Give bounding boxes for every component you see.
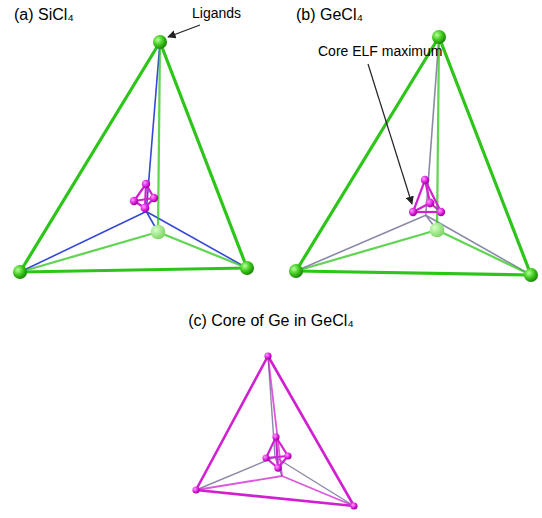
atom-ball (350, 502, 357, 509)
tetrahedron-edge (268, 356, 354, 506)
atom-ball (284, 452, 291, 459)
tetrahedron-edge (196, 476, 282, 490)
atom-ball (192, 486, 199, 493)
bond-line (296, 215, 426, 271)
elf-core-edge (425, 180, 441, 212)
tetrahedron-edge (160, 42, 247, 268)
atom-ball (524, 268, 538, 282)
atom-ball (274, 464, 282, 472)
atom-ball (289, 264, 303, 278)
atom-ball (432, 30, 446, 44)
panel-title: (a) SiCl₄ (14, 6, 74, 24)
tetrahedron-edge (437, 37, 439, 230)
atom-ball (430, 223, 445, 238)
leader-arrow (368, 64, 412, 204)
bond-line (196, 457, 275, 490)
atom-ball (426, 199, 435, 208)
tetrahedron-edge (296, 37, 439, 271)
tetrahedron-edge (158, 42, 160, 232)
atom-ball (262, 454, 269, 461)
tetrahedron-edge (296, 271, 531, 275)
atom-ball (151, 225, 166, 240)
callout-label: Core ELF maximum (318, 44, 442, 59)
atom-ball (142, 180, 150, 188)
panel-title: (b) GeCl₄ (296, 6, 363, 24)
leader-arrow (168, 25, 200, 37)
elf-core-edge (413, 211, 441, 213)
bond-line (426, 215, 531, 275)
atom-ball (409, 208, 417, 216)
atom-ball (141, 204, 150, 213)
atom-ball (240, 261, 254, 275)
atom-ball (264, 352, 271, 359)
atom-ball (150, 194, 158, 202)
panel-title: (c) Core of Ge in GeCl₄ (188, 312, 354, 330)
tetrahedron-edge (20, 268, 247, 272)
callout-label: Ligands (192, 6, 241, 21)
atom-ball (272, 433, 279, 440)
sicl4-tetrahedron (13, 35, 254, 279)
tetrahedron-edge (20, 42, 160, 272)
tetrahedron-edge (196, 356, 268, 490)
atom-ball (13, 265, 27, 279)
atom-ball (421, 176, 429, 184)
elf-core-edge (276, 437, 278, 468)
atom-ball (130, 197, 138, 205)
bond-line (146, 212, 247, 269)
atom-ball (153, 35, 167, 49)
tetrahedron-edge (439, 37, 531, 275)
atom-ball (437, 208, 445, 216)
gecl4-tetrahedron (289, 30, 538, 282)
ge-core-tetrahedron (192, 352, 357, 509)
tetrahedron-edge (196, 490, 354, 506)
